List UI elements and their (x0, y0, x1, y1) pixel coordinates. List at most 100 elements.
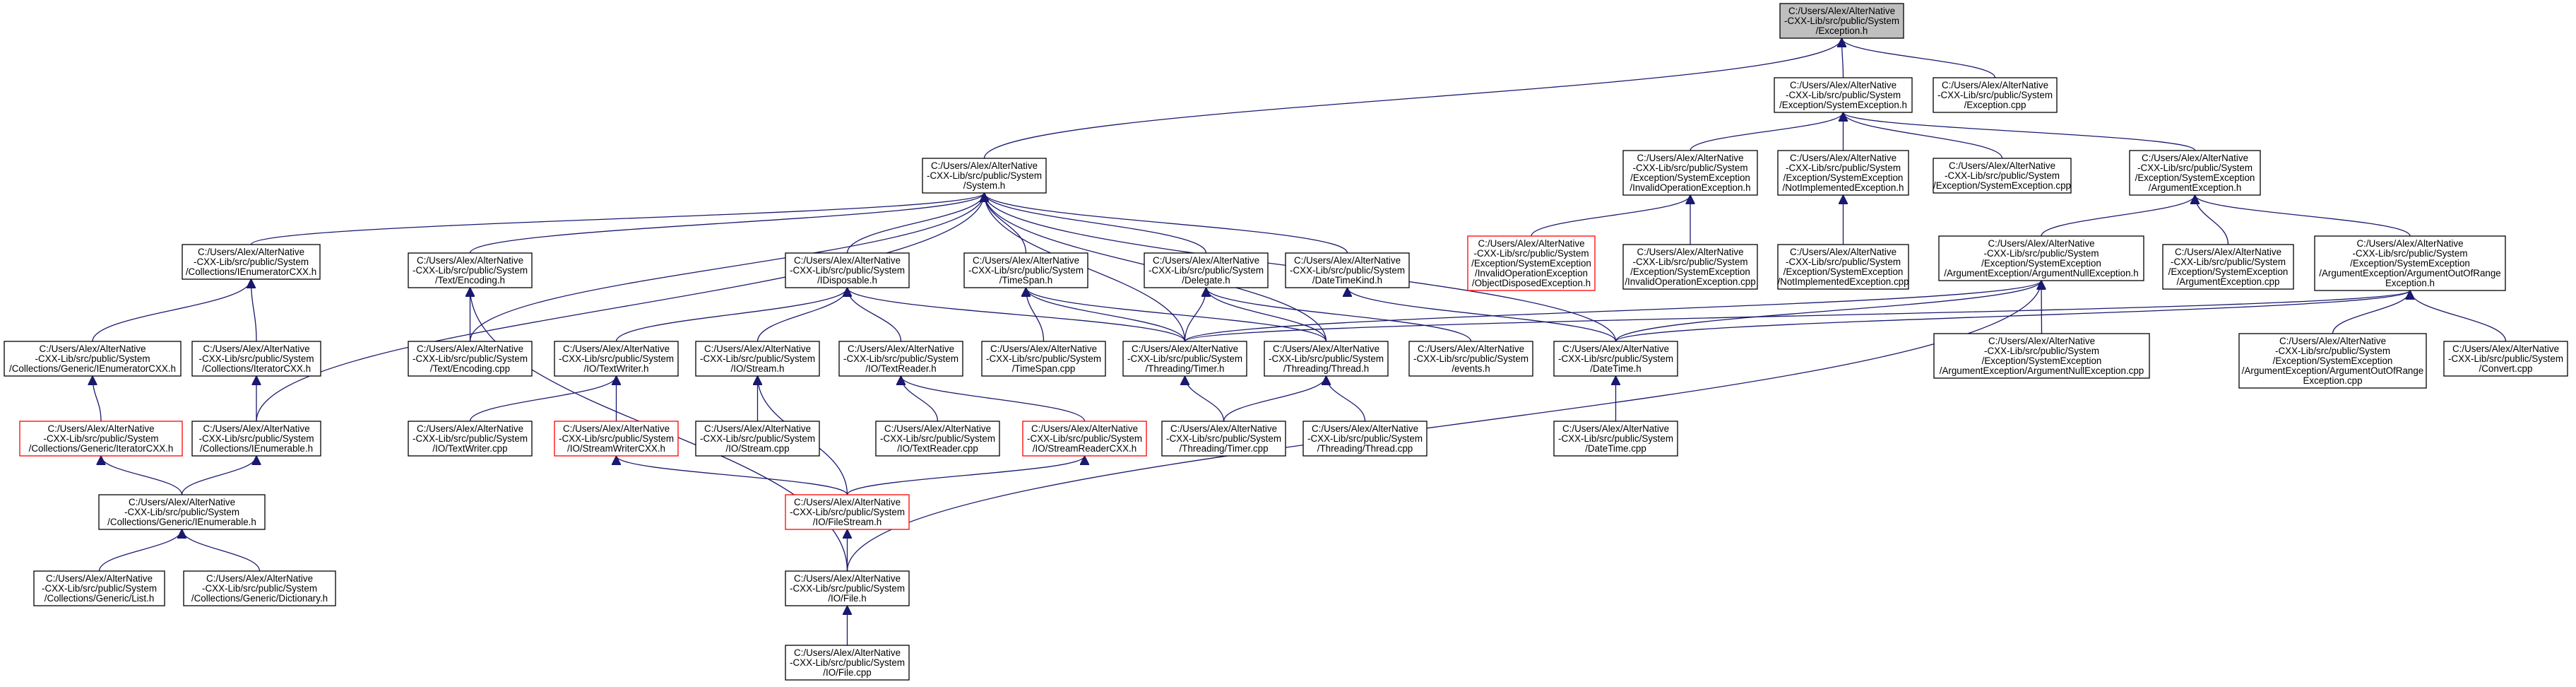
node-box[interactable] (2238, 333, 2427, 389)
node-box[interactable] (1264, 341, 1389, 377)
node-argnull-h[interactable]: C:/Users/Alex/AlterNative-CXX-Lib/src/pu… (1938, 235, 2144, 281)
node-box[interactable] (191, 341, 321, 377)
node-idisposable-h[interactable]: C:/Users/Alex/AlterNative-CXX-Lib/src/pu… (785, 252, 910, 288)
node-datetime-h[interactable]: C:/Users/Alex/AlterNative-CXX-Lib/src/pu… (1553, 341, 1678, 377)
node-box[interactable] (1161, 421, 1286, 457)
node-box[interactable] (963, 252, 1088, 288)
node-stream-cpp[interactable]: C:/Users/Alex/AlterNative-CXX-Lib/src/pu… (695, 421, 820, 457)
node-box[interactable] (785, 252, 910, 288)
node-box[interactable] (182, 244, 321, 280)
node-box[interactable] (1144, 252, 1269, 288)
node-box[interactable] (838, 341, 963, 377)
node-genienumcxx-h[interactable]: C:/Users/Alex/AlterNative-CXX-Lib/src/pu… (4, 341, 182, 377)
node-box[interactable] (695, 421, 820, 457)
node-box[interactable] (1622, 244, 1758, 290)
node-box[interactable] (695, 341, 820, 377)
node-box[interactable] (408, 421, 533, 457)
node-box[interactable] (98, 494, 266, 530)
node-box[interactable] (785, 645, 910, 681)
node-filestream-h[interactable]: C:/Users/Alex/AlterNative-CXX-Lib/src/pu… (785, 494, 910, 530)
node-encoding-cpp[interactable]: C:/Users/Alex/AlterNative-CXX-Lib/src/pu… (408, 341, 533, 377)
node-argoor-h[interactable]: C:/Users/Alex/AlterNative-CXX-Lib/src/pu… (2314, 235, 2506, 291)
node-box[interactable] (1408, 341, 1533, 377)
node-box[interactable] (1933, 158, 2072, 194)
node-box[interactable] (2443, 341, 2568, 377)
node-box[interactable] (1122, 341, 1247, 377)
node-box[interactable] (1938, 235, 2144, 281)
node-datetime-cpp[interactable]: C:/Users/Alex/AlterNative-CXX-Lib/src/pu… (1553, 421, 1678, 457)
node-systemexception-h[interactable]: C:/Users/Alex/AlterNative-CXX-Lib/src/pu… (1774, 77, 1913, 113)
node-box[interactable] (1774, 77, 1913, 113)
node-box[interactable] (554, 421, 679, 457)
node-streamwriter-h[interactable]: C:/Users/Alex/AlterNative-CXX-Lib/src/pu… (554, 421, 679, 457)
node-box[interactable] (408, 252, 533, 288)
node-box[interactable] (785, 570, 910, 606)
node-exception-cpp[interactable]: C:/Users/Alex/AlterNative-CXX-Lib/src/pu… (1933, 77, 2058, 113)
node-textwriter-cpp[interactable]: C:/Users/Alex/AlterNative-CXX-Lib/src/pu… (408, 421, 533, 457)
node-box[interactable] (2314, 235, 2506, 291)
node-box[interactable] (1467, 235, 1596, 291)
node-timespan-h[interactable]: C:/Users/Alex/AlterNative-CXX-Lib/src/pu… (963, 252, 1088, 288)
node-timer-h[interactable]: C:/Users/Alex/AlterNative-CXX-Lib/src/pu… (1122, 341, 1247, 377)
node-box[interactable] (1553, 341, 1678, 377)
node-box[interactable] (1302, 421, 1428, 457)
node-box[interactable] (2162, 244, 2294, 290)
node-box[interactable] (33, 570, 165, 606)
node-box[interactable] (1553, 421, 1678, 457)
node-box[interactable] (19, 421, 183, 457)
node-box[interactable] (1022, 421, 1147, 457)
node-box[interactable] (785, 494, 910, 530)
node-file-cpp[interactable]: C:/Users/Alex/AlterNative-CXX-Lib/src/pu… (785, 645, 910, 681)
node-box[interactable] (1777, 244, 1909, 290)
node-argexc-h[interactable]: C:/Users/Alex/AlterNative-CXX-Lib/src/pu… (2129, 150, 2261, 196)
node-ienumerable-h[interactable]: C:/Users/Alex/AlterNative-CXX-Lib/src/pu… (191, 421, 321, 457)
node-streamreader-h[interactable]: C:/Users/Alex/AlterNative-CXX-Lib/src/pu… (1022, 421, 1147, 457)
node-objdisposed-h[interactable]: C:/Users/Alex/AlterNative-CXX-Lib/src/pu… (1467, 235, 1596, 291)
node-box[interactable] (183, 570, 336, 606)
node-ienumcxx-h[interactable]: C:/Users/Alex/AlterNative-CXX-Lib/src/pu… (182, 244, 321, 280)
node-box[interactable] (408, 341, 533, 377)
node-iteratorcxx-h[interactable]: C:/Users/Alex/AlterNative-CXX-Lib/src/pu… (191, 341, 321, 377)
node-thread-h[interactable]: C:/Users/Alex/AlterNative-CXX-Lib/src/pu… (1264, 341, 1389, 377)
node-encoding-h[interactable]: C:/Users/Alex/AlterNative-CXX-Lib/src/pu… (408, 252, 533, 288)
node-systemexception-cpp[interactable]: C:/Users/Alex/AlterNative-CXX-Lib/src/pu… (1933, 158, 2072, 194)
node-box[interactable] (191, 421, 321, 457)
node-box[interactable] (1285, 252, 1410, 288)
node-box[interactable] (4, 341, 182, 377)
node-argexc-cpp[interactable]: C:/Users/Alex/AlterNative-CXX-Lib/src/pu… (2162, 244, 2294, 290)
node-genienumerable-h[interactable]: C:/Users/Alex/AlterNative-CXX-Lib/src/pu… (98, 494, 266, 530)
node-box[interactable] (1933, 77, 2058, 113)
node-box[interactable] (554, 341, 679, 377)
node-genlist-h[interactable]: C:/Users/Alex/AlterNative-CXX-Lib/src/pu… (33, 570, 165, 606)
node-box[interactable] (981, 341, 1106, 377)
node-argoor-cpp[interactable]: C:/Users/Alex/AlterNative-CXX-Lib/src/pu… (2238, 333, 2427, 389)
node-textreader-h[interactable]: C:/Users/Alex/AlterNative-CXX-Lib/src/pu… (838, 341, 963, 377)
node-timer-cpp[interactable]: C:/Users/Alex/AlterNative-CXX-Lib/src/pu… (1161, 421, 1286, 457)
node-gendict-h[interactable]: C:/Users/Alex/AlterNative-CXX-Lib/src/pu… (183, 570, 336, 606)
node-textwriter-h[interactable]: C:/Users/Alex/AlterNative-CXX-Lib/src/pu… (554, 341, 679, 377)
node-delegate-h[interactable]: C:/Users/Alex/AlterNative-CXX-Lib/src/pu… (1144, 252, 1269, 288)
node-invalidop-cpp[interactable]: C:/Users/Alex/AlterNative-CXX-Lib/src/pu… (1622, 244, 1758, 290)
node-box[interactable] (1779, 3, 1904, 39)
node-file-h[interactable]: C:/Users/Alex/AlterNative-CXX-Lib/src/pu… (785, 570, 910, 606)
node-box[interactable] (1777, 150, 1909, 196)
node-textreader-cpp[interactable]: C:/Users/Alex/AlterNative-CXX-Lib/src/pu… (875, 421, 1000, 457)
node-stream-h[interactable]: C:/Users/Alex/AlterNative-CXX-Lib/src/pu… (695, 341, 820, 377)
node-notimpl-cpp[interactable]: C:/Users/Alex/AlterNative-CXX-Lib/src/pu… (1777, 244, 1909, 290)
node-invalidop-h[interactable]: C:/Users/Alex/AlterNative-CXX-Lib/src/pu… (1622, 150, 1758, 196)
node-datetimekind-h[interactable]: C:/Users/Alex/AlterNative-CXX-Lib/src/pu… (1285, 252, 1410, 288)
node-system-h[interactable]: C:/Users/Alex/AlterNative-CXX-Lib/src/pu… (922, 158, 1047, 194)
node-argnull-cpp[interactable]: C:/Users/Alex/AlterNative-CXX-Lib/src/pu… (1933, 333, 2150, 379)
node-thread-cpp[interactable]: C:/Users/Alex/AlterNative-CXX-Lib/src/pu… (1302, 421, 1428, 457)
node-geniterator-h[interactable]: C:/Users/Alex/AlterNative-CXX-Lib/src/pu… (19, 421, 183, 457)
node-box[interactable] (1622, 150, 1758, 196)
node-notimpl-h[interactable]: C:/Users/Alex/AlterNative-CXX-Lib/src/pu… (1777, 150, 1909, 196)
node-box[interactable] (2129, 150, 2261, 196)
node-timespan-cpp[interactable]: C:/Users/Alex/AlterNative-CXX-Lib/src/pu… (981, 341, 1106, 377)
node-convert-cpp[interactable]: C:/Users/Alex/AlterNative-CXX-Lib/src/pu… (2443, 341, 2568, 377)
node-events-h[interactable]: C:/Users/Alex/AlterNative-CXX-Lib/src/pu… (1408, 341, 1533, 377)
node-box[interactable] (875, 421, 1000, 457)
node-exception-h[interactable]: C:/Users/Alex/AlterNative-CXX-Lib/src/pu… (1779, 3, 1904, 39)
node-box[interactable] (922, 158, 1047, 194)
node-box[interactable] (1933, 333, 2150, 379)
